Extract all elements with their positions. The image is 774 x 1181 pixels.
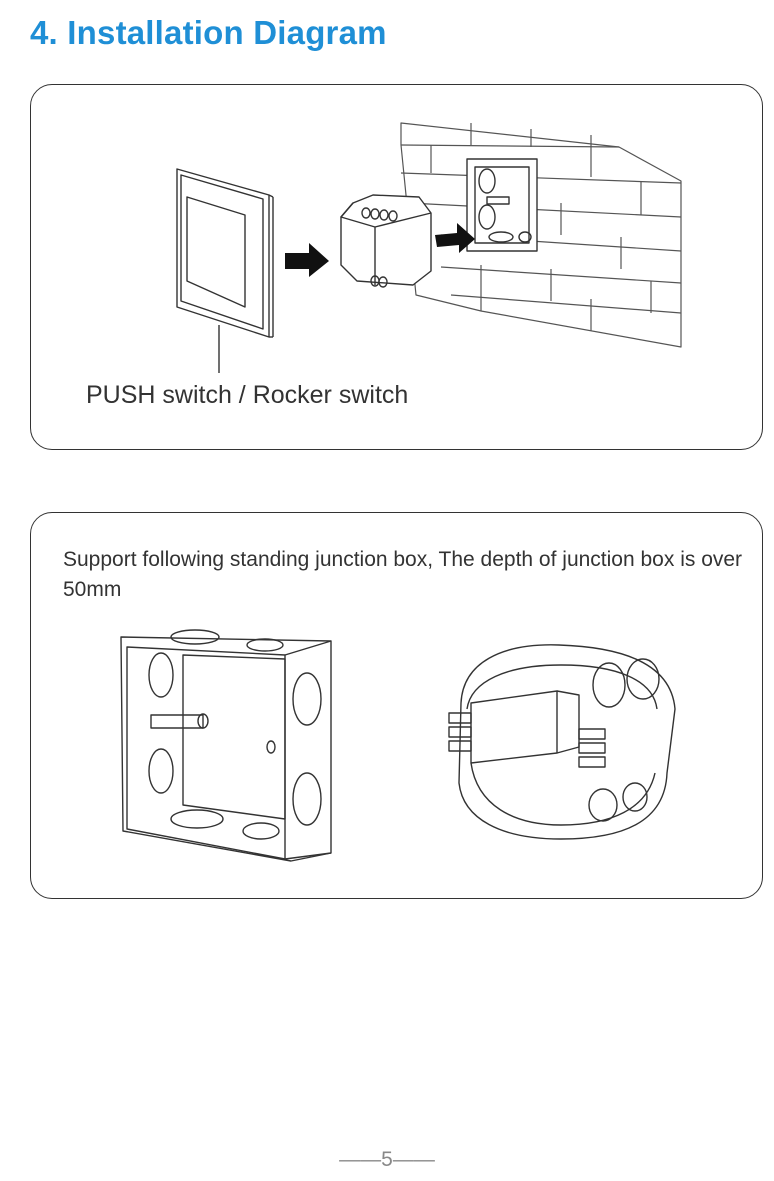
controller-module-illustration — [340, 194, 432, 288]
square-junction-box-illustration — [120, 629, 332, 862]
installation-illustration — [176, 122, 682, 373]
round-junction-box-illustration — [448, 644, 676, 840]
wall-box-illustration — [466, 158, 538, 252]
junction-box-illustrations — [120, 629, 676, 862]
junction-box-note: Support following standing junction box,… — [63, 548, 743, 601]
switch-caption: PUSH switch / Rocker switch — [86, 381, 409, 409]
switch-plate-illustration — [176, 168, 274, 373]
junction-box-panel: Support following standing junction box,… — [30, 512, 763, 899]
insert-arrow-right — [435, 223, 475, 253]
installation-panel: PUSH switch / Rocker switch — [30, 84, 763, 450]
page-title: 4. Installation Diagram — [30, 14, 387, 51]
insert-arrow-left — [285, 243, 329, 277]
page-number: ——5—— — [339, 1148, 435, 1171]
